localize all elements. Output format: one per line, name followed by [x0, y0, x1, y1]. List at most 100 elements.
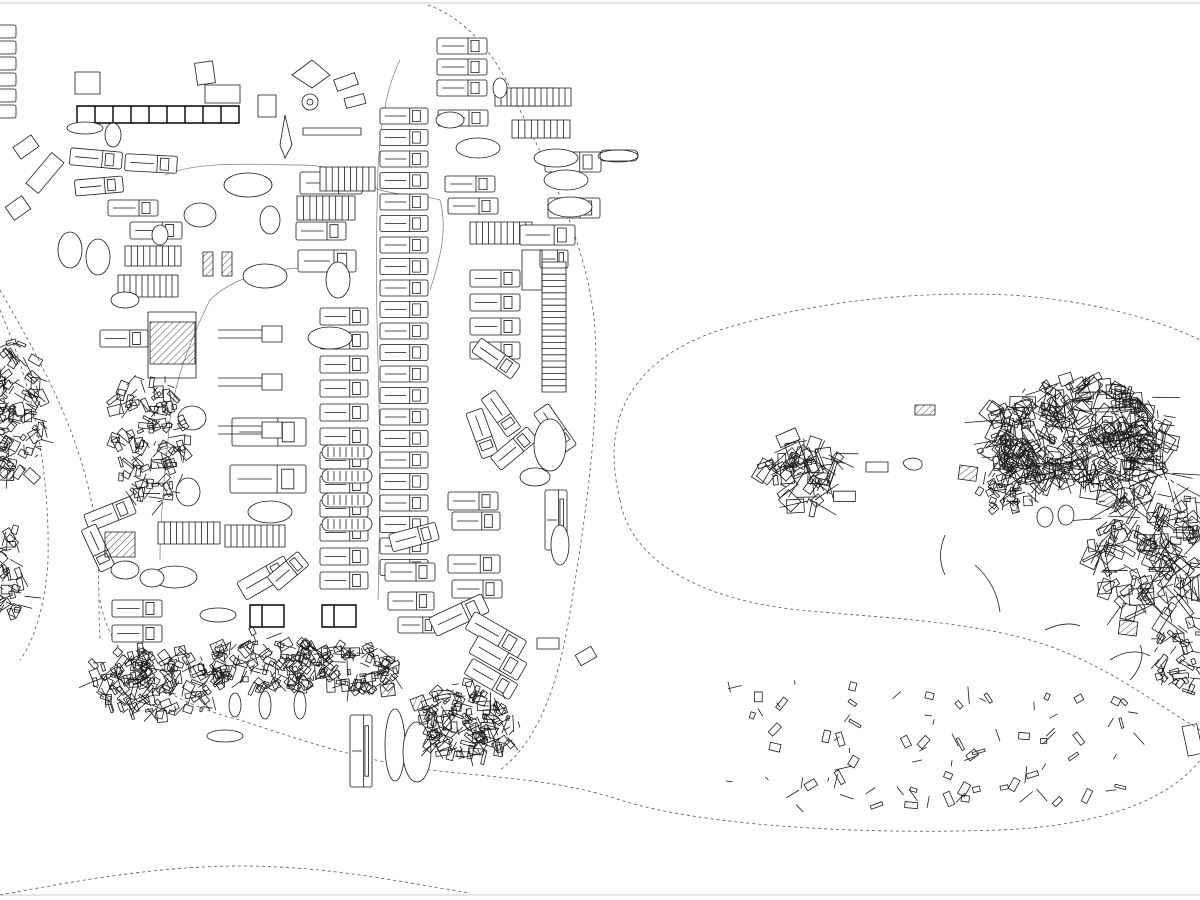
scrap-shard: [965, 420, 995, 422]
loose-fragment: [1119, 718, 1124, 729]
vehicle: [350, 715, 372, 787]
flatbed-trailer: [118, 275, 178, 297]
vehicle-windshield: [133, 333, 141, 345]
scrap-shard: [502, 723, 507, 735]
scrap-fragment: [18, 449, 28, 458]
scrap-shard: [1109, 505, 1127, 514]
scrap-fragment: [1027, 452, 1038, 464]
scrap-fragment: [1182, 646, 1187, 655]
scrap-fragment: [132, 458, 143, 469]
vehicle: [490, 427, 538, 471]
hatched-pad: [105, 532, 135, 557]
scrap-shard: [423, 742, 436, 752]
scrap-fragment: [154, 386, 164, 398]
scrap-shard: [451, 742, 457, 754]
small-box: [866, 462, 888, 472]
scrap-shard: [1166, 547, 1174, 571]
scrap-fragment: [178, 419, 189, 431]
scrap-shard: [310, 678, 313, 681]
scrap-fragment: [148, 695, 155, 705]
scrap-fragment: [154, 699, 161, 706]
scrap-shard: [1016, 452, 1020, 458]
scrap-shard: [1188, 617, 1200, 619]
hatched-pad: [150, 322, 195, 364]
scrap-shard: [138, 399, 148, 411]
scrap-fragment: [1196, 632, 1200, 635]
scrap-fragment: [0, 551, 8, 563]
vehicle: [465, 611, 527, 658]
bus: [322, 445, 372, 459]
scrap-shard: [277, 668, 279, 673]
scrap-fragment: [1138, 589, 1155, 609]
scrap-fragment: [321, 647, 327, 656]
scrap-fragment: [1109, 535, 1117, 542]
scrap-shard: [1090, 415, 1094, 429]
forklift: [218, 326, 282, 342]
scrap-fragment: [1061, 395, 1070, 404]
scrap-fragment: [991, 433, 999, 438]
scrap-shard: [35, 446, 42, 450]
scrap-fragment: [100, 694, 111, 701]
scrap-shard: [203, 689, 210, 693]
scrap-fragment: [118, 457, 123, 467]
vehicle-cab-line: [286, 561, 298, 575]
vehicle-windshield: [413, 347, 421, 358]
scrap-shard: [379, 656, 387, 658]
scrap-fragment: [246, 658, 258, 670]
scrap-fragment: [1058, 372, 1073, 386]
scrap-fragment: [483, 728, 495, 743]
vehicle-windshield: [413, 433, 421, 444]
scrap-shard: [1108, 516, 1140, 517]
scrap-shard: [1130, 427, 1134, 430]
scrap-shard: [430, 742, 436, 747]
loose-fragment: [848, 755, 860, 768]
vehicle: [385, 563, 435, 581]
scrap-fragment: [4, 437, 21, 452]
scrap-fragment: [1153, 445, 1161, 460]
scrap-shard: [1030, 466, 1034, 480]
conveyor-hopper: [522, 250, 542, 290]
scrap-fragment: [994, 463, 1002, 469]
scrap-fragment: [1169, 668, 1179, 675]
scrap-shard: [1001, 458, 1004, 468]
scrap-fragment: [6, 339, 16, 346]
vehicle-bed-line: [246, 577, 267, 589]
scrap-shard: [323, 646, 337, 649]
scrap-shard: [492, 719, 498, 735]
crossbeam: [303, 128, 361, 135]
scrap-fragment: [133, 671, 148, 684]
scrap-shard: [1194, 587, 1198, 601]
scrap-shard: [1165, 473, 1193, 479]
scrap-fragment: [1125, 467, 1134, 476]
scrap-shard: [138, 493, 141, 501]
scrap-fragment: [185, 691, 201, 699]
scrap-fragment: [1167, 630, 1176, 638]
scrap-fragment: [494, 707, 507, 717]
vehicle-cab-line: [104, 178, 105, 194]
scrap-fragment: [128, 437, 138, 453]
scrap-fragment: [140, 464, 150, 472]
vehicle-windshield: [504, 297, 512, 309]
scrap-fragment: [1020, 441, 1031, 453]
loose-shard: [866, 788, 876, 794]
scrap-fragment: [1098, 378, 1111, 394]
scrap-shard: [450, 727, 463, 738]
scrap-fragment: [1124, 457, 1135, 470]
scrap-shard: [1136, 500, 1153, 505]
scrap-shard: [1099, 389, 1122, 404]
scrap-shard: [167, 385, 174, 387]
loose-fragment: [870, 802, 883, 810]
scrap-fragment: [1138, 575, 1148, 585]
scrap-fragment: [1124, 399, 1140, 411]
scrap-fragment: [428, 704, 439, 715]
scrap-shard: [1037, 384, 1057, 402]
scrap-fragment: [14, 402, 26, 417]
scrap-shard: [809, 477, 831, 494]
scrap-shard: [0, 427, 9, 429]
oval-object: [598, 150, 638, 162]
small-structure: [344, 94, 366, 109]
vehicle: [125, 154, 178, 174]
loose-shard: [1134, 733, 1145, 745]
scrap-fragment: [432, 691, 439, 702]
scrap-shard: [1031, 474, 1039, 484]
